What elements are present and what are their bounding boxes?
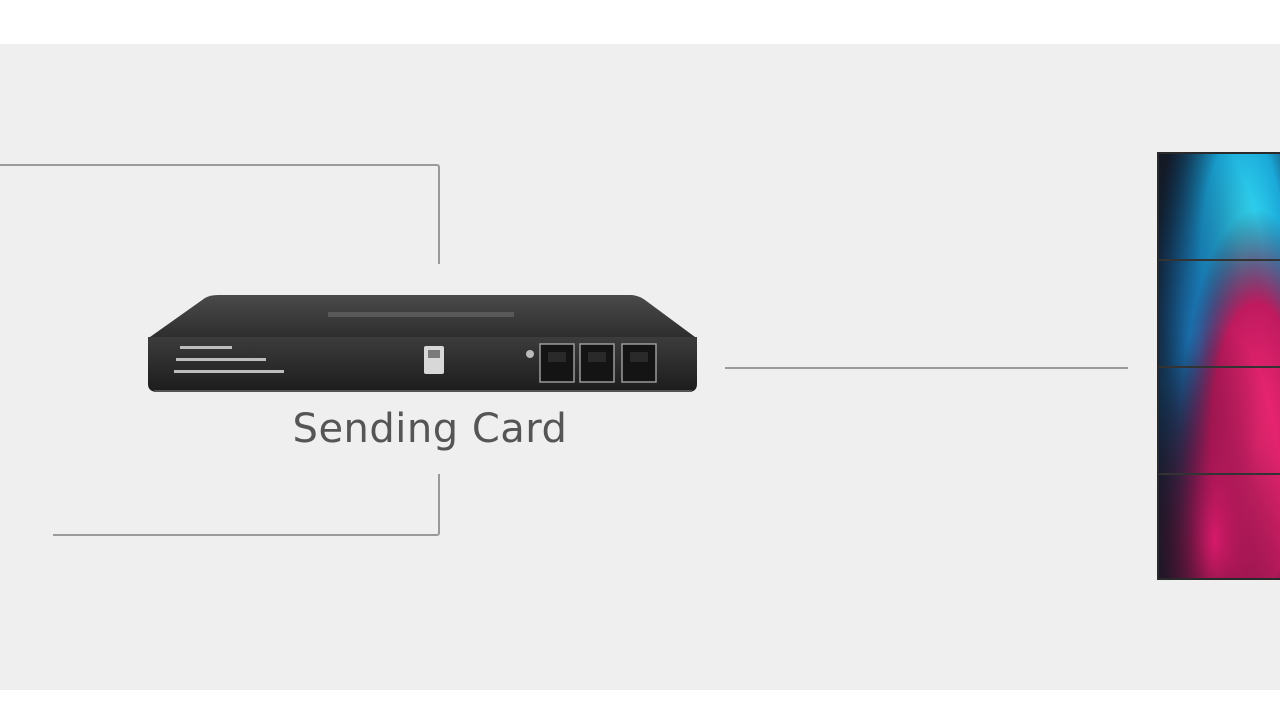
input-connector-line-top [0,164,440,264]
ethernet-ports [539,343,657,383]
input-connector-line-bottom [53,474,440,536]
led-display-screen [1157,152,1280,580]
ethernet-port [539,343,575,383]
ethernet-port [579,343,615,383]
ethernet-port-socket [548,352,566,362]
device-bottom-edge [154,390,692,392]
output-connector-line [725,367,1128,369]
device-top-branding [328,312,514,317]
status-indicator [526,350,534,358]
front-label-line [174,370,284,373]
led-display-illustration [1159,154,1280,578]
sending-card-device [140,292,705,402]
front-label-line [180,346,232,349]
usb-port-slot [428,350,440,358]
sending-card-illustration [148,295,697,392]
device-caption: Sending Card [292,406,568,452]
ethernet-port-socket [588,352,606,362]
diagram-canvas: Sending Card [0,44,1280,690]
ethernet-port-socket [630,352,648,362]
ethernet-port [621,343,657,383]
front-label-line [176,358,266,361]
